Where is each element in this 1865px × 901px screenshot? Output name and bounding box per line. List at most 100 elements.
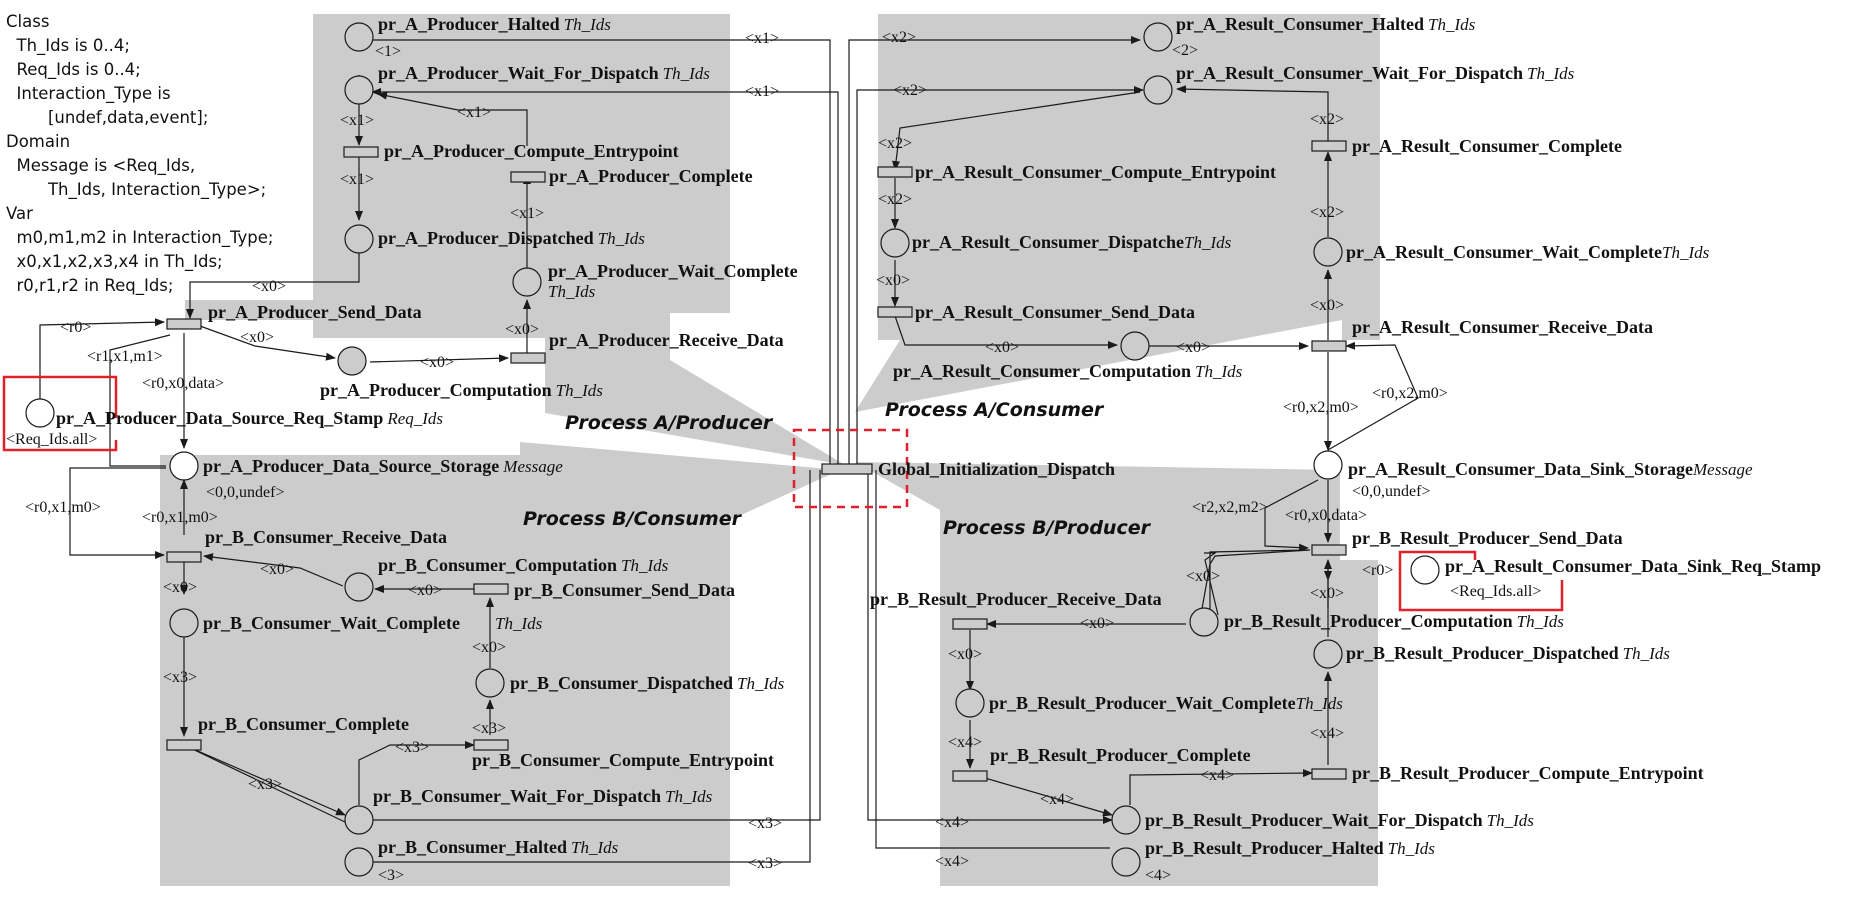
arc <box>199 325 336 361</box>
arc <box>1327 341 1419 451</box>
marking-label: <Req_Ids.all> <box>1450 583 1541 600</box>
place-name-label: pr_B_Consumer_Dispatched Th_Ids <box>510 673 785 693</box>
transitions <box>166 140 1347 782</box>
arc-label: <x0> <box>408 582 442 599</box>
highlights <box>2 375 1564 612</box>
place-name-label: pr_A_Result_Consumer_Data_Sink_StorageMe… <box>1348 459 1753 479</box>
arc-label: <r0,x2,m0> <box>1372 385 1448 402</box>
place-name-label: pr_B_Result_Producer_Wait_For_Dispatch T… <box>1145 810 1534 830</box>
arc-label: <x3> <box>163 669 197 686</box>
arc-label: <x0> <box>1310 585 1344 602</box>
place-name: pr_B_Result_Producer_Computation <box>1224 611 1513 631</box>
arc <box>867 470 1113 824</box>
arc <box>1204 552 1219 616</box>
arc-label: <r1,x1,m1> <box>87 348 163 365</box>
place-name: pr_B_Result_Producer_Halted <box>1145 838 1384 858</box>
place-name-label: pr_B_Consumer_Wait_For_Dispatch Th_Ids <box>373 786 713 806</box>
arc-label: <x4> <box>948 734 982 751</box>
highlight-a-prod-req-stamp <box>2 375 118 452</box>
place-name-label: pr_A_Producer_Data_Source_Req_Stamp Req_… <box>56 408 443 428</box>
place-type: Th_Ids <box>621 556 669 575</box>
arc-label: <x3> <box>472 720 506 737</box>
arc <box>1129 769 1313 805</box>
place-name-label: pr_B_Result_Producer_Halted Th_Ids <box>1145 838 1435 858</box>
place-name: pr_A_Result_Consumer_Wait_Complete <box>1346 242 1662 262</box>
arc-label: <x0> <box>240 329 274 346</box>
transition-name: pr_A_Producer_Receive_Data <box>549 330 784 350</box>
place-name-label: pr_A_Result_Consumer_Computation Th_Ids <box>893 361 1243 381</box>
place-a-res-sink-storage <box>1313 450 1343 480</box>
decl-line: [undef,data,event]; <box>6 108 209 127</box>
place-a-res-wait-dispatch <box>1143 75 1173 105</box>
process-regions <box>160 14 1380 886</box>
place-a-res-dispatched <box>880 228 910 258</box>
decl-line: Th_Ids is 0..4; <box>6 36 130 55</box>
transition-a-prod-receive-data <box>510 352 546 364</box>
place-name-label: pr_A_Result_Consumer_Wait_For_Dispatch T… <box>1176 63 1575 83</box>
place-name: pr_A_Result_Consumer_Wait_For_Dispatch <box>1176 63 1523 83</box>
place-type: Th_Ids <box>1623 644 1671 663</box>
transition-b-cons-receive-data <box>166 551 202 563</box>
process-label-b-consumer: Process B/Consumer <box>523 508 743 530</box>
arc <box>892 91 1141 171</box>
place-type: Th_Ids <box>1195 362 1243 381</box>
arc-label: <x4> <box>1310 725 1344 742</box>
place-a-res-sink-req-stamp <box>1410 555 1440 585</box>
arc-label: <x2> <box>1310 204 1344 221</box>
arc-label: <x1> <box>340 171 374 188</box>
arc-label: <x3> <box>248 776 282 793</box>
place-b-res-computation <box>1189 607 1219 637</box>
region-a-consumer <box>855 14 1380 412</box>
arc <box>183 744 346 823</box>
place-name-label: pr_A_Result_Consumer_Wait_CompleteTh_Ids <box>1346 242 1710 262</box>
arc-label: <x1> <box>457 104 491 121</box>
arc-label: <x0> <box>985 339 1019 356</box>
place-b-res-wait-dispatch <box>1111 805 1141 835</box>
arc-label: <x2> <box>882 29 916 46</box>
transition-b-cons-send-data <box>473 583 509 595</box>
place-type: Th_Ids <box>737 674 785 693</box>
place-name: pr_B_Consumer_Wait_Complete <box>203 613 460 633</box>
place-type: Th_Ids <box>1527 64 1575 83</box>
transition-a-res-send-data <box>877 306 913 318</box>
transition-name: pr_A_Result_Consumer_Receive_Data <box>1352 317 1653 337</box>
arc-label: <r0> <box>60 319 91 336</box>
process-label-a-producer: Process A/Producer <box>565 412 774 434</box>
transition-name: Global_Initialization_Dispatch <box>878 459 1115 479</box>
marking-label: <Req_Ids.all> <box>6 431 97 448</box>
transition-labels: pr_A_Producer_Compute_Entrypoint pr_A_Pr… <box>198 136 1704 783</box>
place-type: Th_Ids <box>1517 612 1565 631</box>
transition-name: pr_B_Result_Producer_Compute_Entrypoint <box>1352 763 1704 783</box>
arc <box>203 553 344 587</box>
place-type: Th_Ids <box>1428 15 1476 34</box>
place-name-label: pr_B_Result_Producer_Wait_CompleteTh_Ids <box>989 693 1343 713</box>
place-name-label: pr_B_Consumer_Computation Th_Ids <box>378 555 669 575</box>
transition-name: pr_B_Result_Producer_Complete <box>990 745 1251 765</box>
transition-b-res-send-data <box>1311 544 1347 556</box>
declarations-block: Class Th_Ids is 0..4; Req_Ids is 0..4; I… <box>6 10 273 298</box>
highlight-global-init <box>792 428 909 509</box>
place-a-prod-wait-complete <box>512 267 542 297</box>
place-type: Th_Ids <box>665 787 713 806</box>
place-b-res-halted <box>1111 847 1141 877</box>
transition-name: pr_A_Result_Consumer_Send_Data <box>915 302 1195 322</box>
arc-label: <x4> <box>1040 791 1074 808</box>
transition-name: pr_A_Producer_Compute_Entrypoint <box>384 141 679 161</box>
place-name-label: pr_A_Result_Consumer_DispatcheTh_Ids <box>912 232 1232 252</box>
decl-line: x0,x1,x2,x3,x4 in Th_Ids; <box>6 252 223 271</box>
place-name: pr_A_Producer_Computation <box>320 380 552 400</box>
place-name: pr_B_Consumer_Dispatched <box>510 673 733 693</box>
place-name: pr_B_Result_Producer_Wait_Complete <box>989 693 1296 713</box>
arc-label: <r2,x2,m2> <box>1192 499 1268 516</box>
arc-label: <r0> <box>1362 562 1393 579</box>
places <box>25 22 1440 877</box>
place-name-label: pr_B_Result_Producer_Computation Th_Ids <box>1224 611 1564 631</box>
arc-label: <x4> <box>1200 767 1234 784</box>
decl-line: Th_Ids, Interaction_Type>; <box>6 180 267 199</box>
place-a-res-wait-complete <box>1313 237 1343 267</box>
place-type: Th_Ids <box>495 614 543 633</box>
marking-label: <1> <box>375 43 401 60</box>
place-type: Req_Ids <box>386 409 443 428</box>
marking-label: <0,0,undef> <box>206 484 284 501</box>
place-type: Th_Ids <box>1662 243 1710 262</box>
